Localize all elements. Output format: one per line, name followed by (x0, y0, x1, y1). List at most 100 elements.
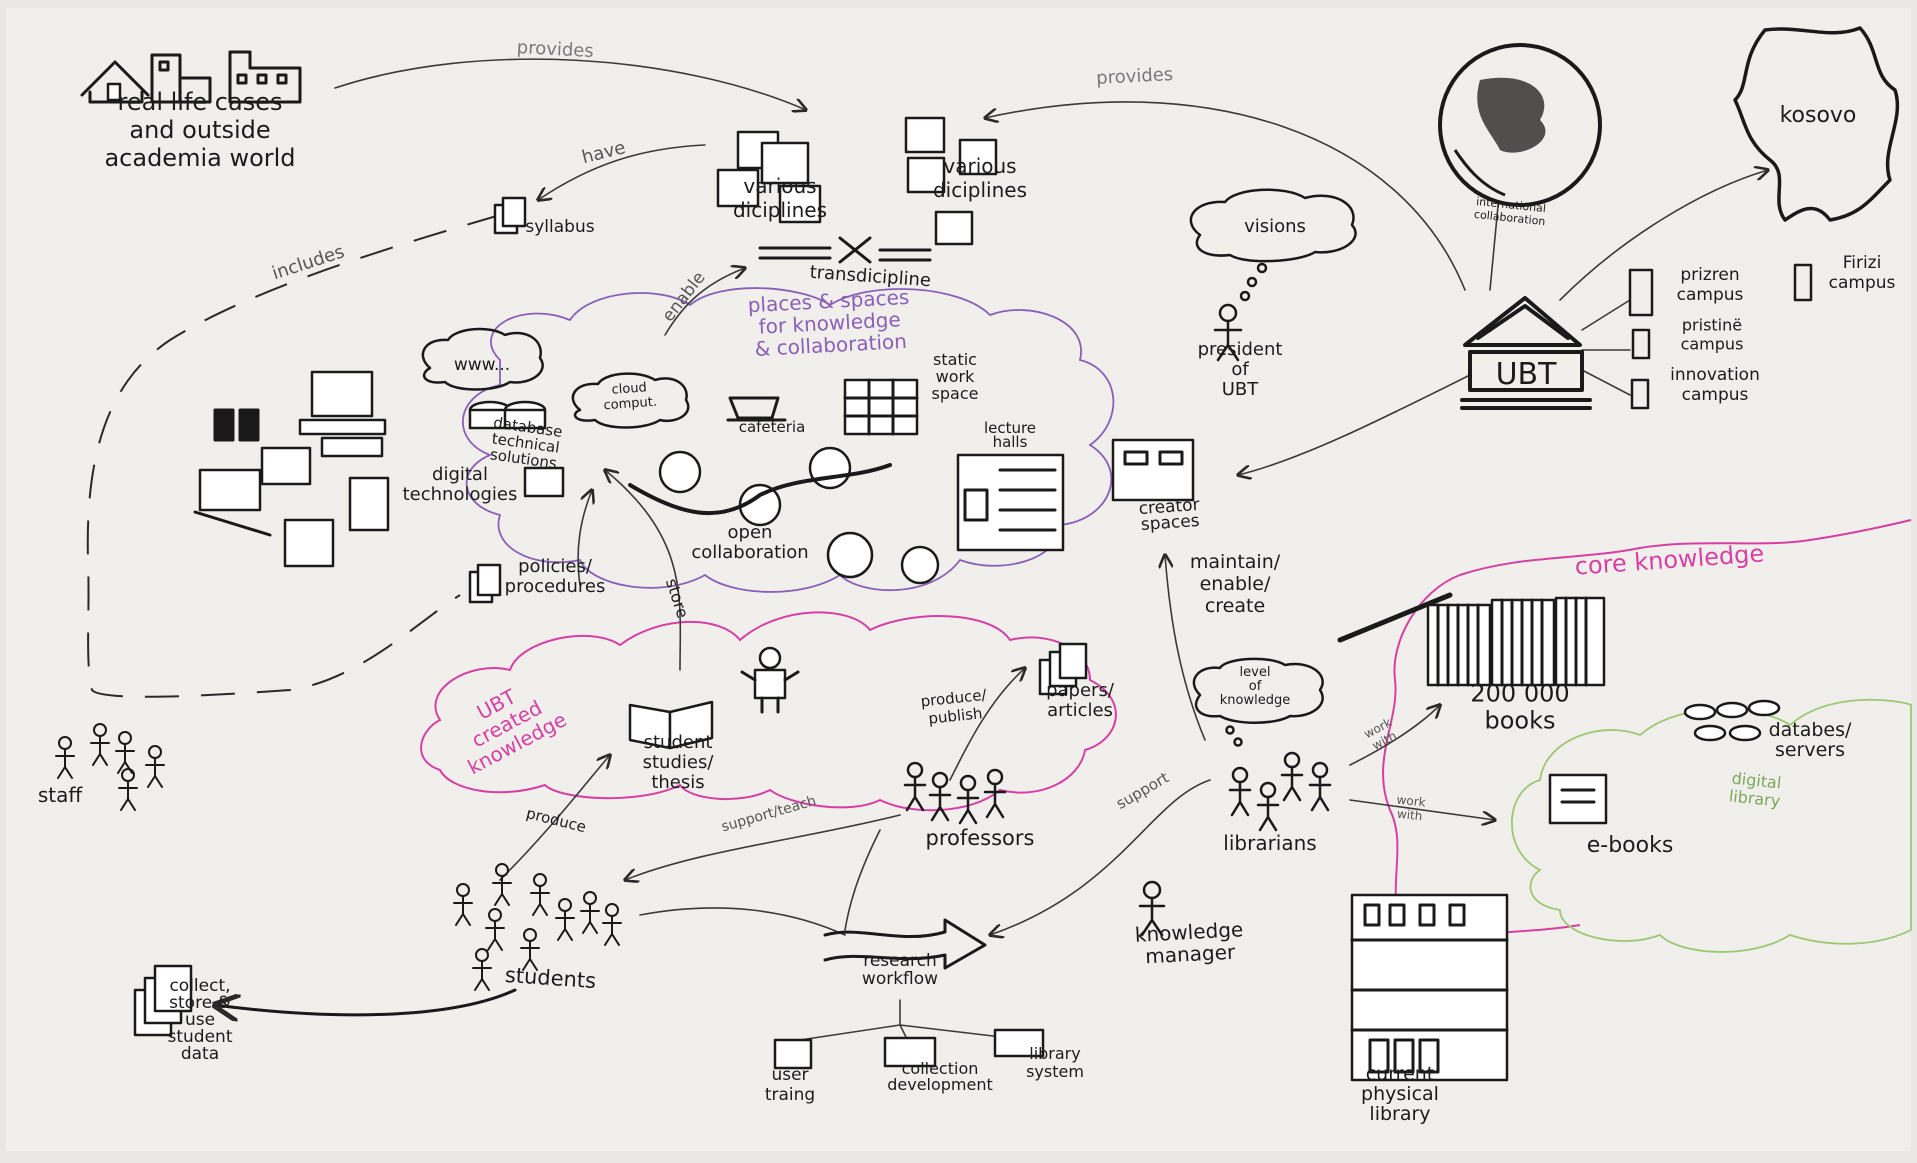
arrow-support-teach (625, 814, 901, 880)
cloud-icon (421, 327, 544, 391)
label-line: cloud (611, 380, 647, 397)
document-stack-icon (493, 196, 527, 235)
label-line: student (644, 732, 713, 753)
workflow-boxes (773, 1028, 1045, 1070)
ubt-created-knowledge-cloud (420, 611, 1117, 812)
label-kosovo: kosovo (1780, 103, 1857, 128)
label-line: prizren (1680, 265, 1739, 285)
label-line: static (933, 350, 977, 369)
ubt-building-icon (1460, 296, 1592, 410)
book-icon (628, 700, 714, 750)
label-line: studies/ (643, 752, 715, 773)
label-president-thought: visions (1244, 216, 1306, 237)
label-line: policies/ (518, 556, 593, 577)
label-line: articles (1047, 700, 1113, 721)
label-line: technologies (403, 484, 518, 505)
label-librarians: librarians (1223, 831, 1316, 855)
label-line: knowledge (1134, 917, 1244, 947)
label-line: creator (1138, 495, 1200, 519)
label-line: campus (1681, 335, 1744, 354)
label-line: space (932, 384, 979, 403)
label-line: procedures (505, 576, 606, 597)
label-line: pristinë (1682, 316, 1742, 335)
label-line: of (1231, 359, 1249, 380)
stick-figure-icon (1213, 303, 1243, 362)
label-line: UBT (1222, 379, 1260, 400)
label-www: www... (454, 355, 510, 375)
creator-spaces-icon (1111, 438, 1195, 502)
label-line: papers/ (1046, 680, 1115, 701)
round-tables-icon (628, 446, 940, 585)
label-line: staff (38, 783, 84, 807)
line-ubt-campuses (1581, 299, 1631, 396)
arrow-maintain (1165, 555, 1206, 741)
label-line: diciplines (733, 198, 827, 222)
core-knowledge-slash (1337, 592, 1453, 643)
line-workflow-branches (799, 999, 1011, 1046)
label-line: professors (926, 826, 1035, 850)
label-line: www... (454, 355, 510, 375)
label-line: store & (169, 993, 231, 1013)
label-line: spaces (1140, 511, 1200, 535)
label-line: work (1396, 793, 1426, 810)
label-line: student (168, 1027, 233, 1047)
label-line: UBT (1496, 357, 1558, 392)
label-line: manager (1145, 940, 1237, 969)
label-line: halls (993, 433, 1028, 451)
label-line: lecture (984, 419, 1036, 437)
label-line: data (181, 1044, 219, 1064)
arrow-provides-right (985, 101, 1466, 291)
label-line: traing (765, 1085, 815, 1105)
label-line: cafeteria (739, 418, 806, 436)
label-line: current (1366, 1063, 1435, 1085)
label-line: kosovo (1780, 103, 1857, 128)
papers-icon (1038, 642, 1088, 696)
globe-icon (1438, 43, 1602, 207)
label-cloud-comput: cloudcomput. (602, 380, 657, 414)
static-workspace-icon (843, 378, 919, 436)
policies-document-icon (468, 563, 502, 604)
student-data-icon (133, 964, 193, 1037)
label-line: provides (516, 37, 594, 62)
label-line: knowledge (1220, 693, 1290, 708)
label-policies: policies/procedures (505, 556, 606, 597)
label-line: research (863, 951, 937, 971)
label-line: diciplines (933, 178, 1027, 202)
label-line: and outside (129, 116, 270, 144)
arrow-produce-publish (949, 668, 1025, 781)
arrow-ubt-to-kosovo (1559, 170, 1768, 301)
arrow-store (605, 470, 682, 671)
arrow-work-with-books (1349, 705, 1440, 766)
bookshelf-icon (1426, 596, 1606, 687)
label-line: Firizi (1843, 253, 1882, 273)
label-line: library (1369, 1103, 1430, 1125)
servers-icon (1683, 699, 1781, 742)
stick-figures-professors (903, 761, 1007, 825)
label-line: 200 000 (1470, 680, 1569, 708)
label-digital-library: digitallibrary (1728, 768, 1783, 810)
label-line: librarians (1223, 831, 1316, 855)
ebook-icon (1548, 773, 1608, 825)
core-knowledge-region (1382, 519, 1912, 946)
arrow-ubt-to-creator (1238, 374, 1471, 475)
database-icon (716, 116, 998, 246)
label-line: user (771, 1065, 808, 1085)
label-line: open (728, 522, 773, 543)
workflow-arrow-icon (823, 918, 987, 970)
label-line: collaboration (691, 542, 808, 563)
label-line: thesis (651, 772, 704, 793)
label-professors: professors (926, 826, 1035, 850)
label-line: e-books (1587, 833, 1674, 858)
arrow-enable (664, 268, 745, 336)
arrow-collect-data (215, 988, 517, 1015)
